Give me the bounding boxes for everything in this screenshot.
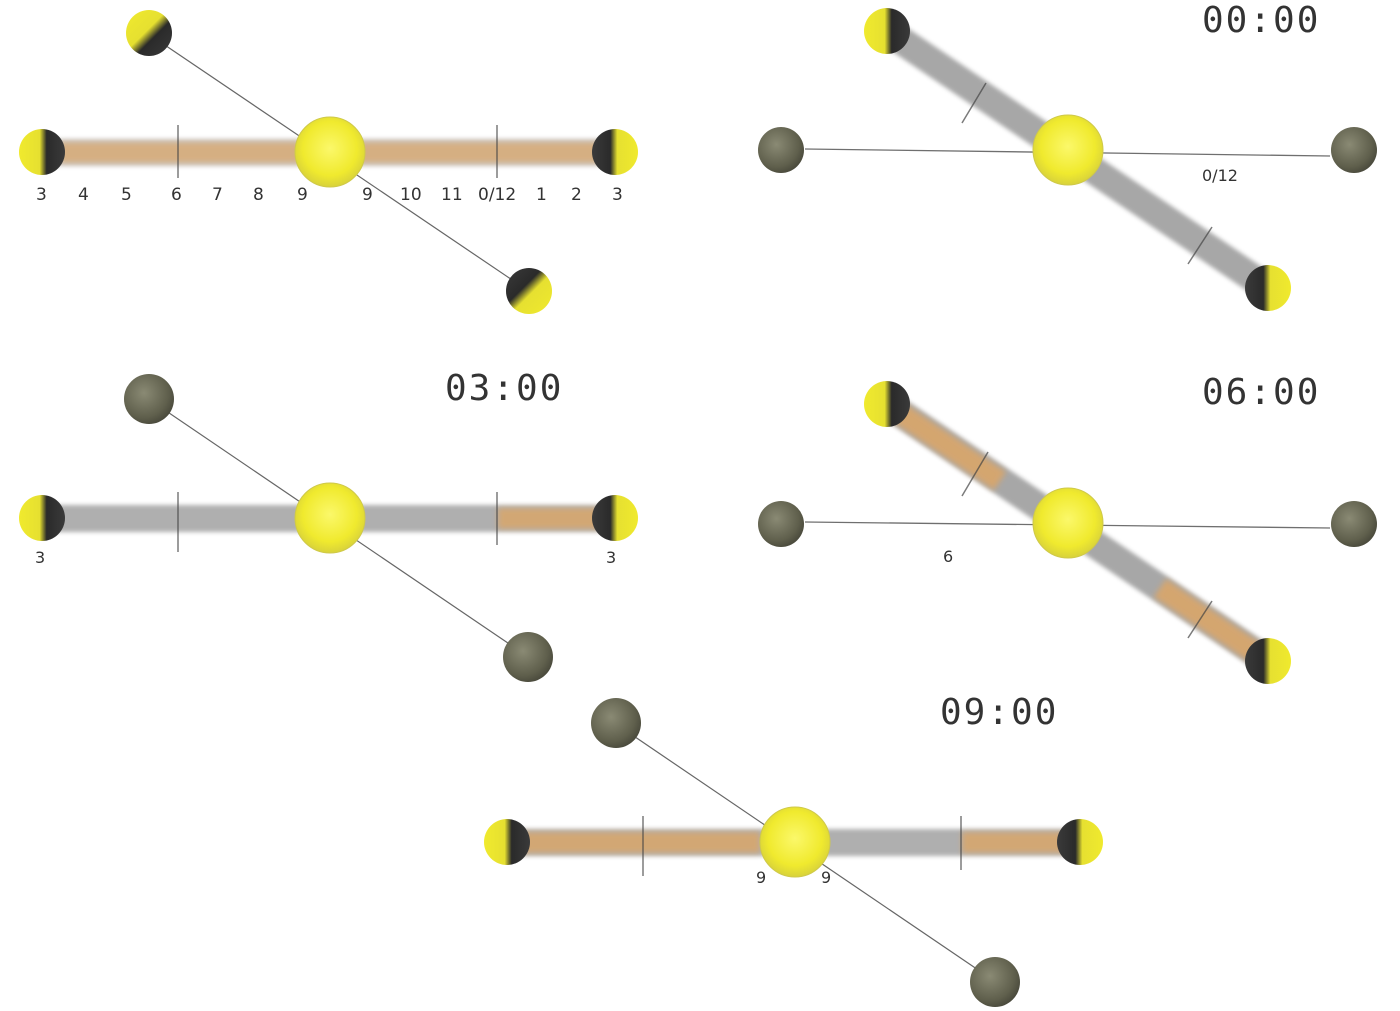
hour-label: 0/12 <box>1202 166 1238 185</box>
earth-left <box>19 129 65 175</box>
orbit-bar-lit <box>1153 578 1267 666</box>
hour-label: 10 <box>400 185 422 205</box>
earth-left <box>19 495 65 541</box>
sun <box>1032 114 1104 186</box>
earth-right <box>1057 819 1103 865</box>
panel-09-00: 09:00 9 9 <box>484 692 1103 1007</box>
hour-label: 9 <box>821 868 831 887</box>
time-label: 03:00 <box>445 368 563 409</box>
hour-label: 9 <box>297 185 308 205</box>
hour-label: 8 <box>253 185 264 205</box>
hour-label: 4 <box>78 185 89 205</box>
sun <box>1032 487 1104 559</box>
tick-mark <box>961 82 987 124</box>
earth-bottom <box>1245 265 1291 311</box>
hour-label: 3 <box>36 185 47 205</box>
hour-label: 11 <box>441 185 463 205</box>
panel-03-00: 03:00 3 3 <box>19 368 638 682</box>
hour-label: 9 <box>756 868 766 887</box>
hour-label: 7 <box>212 185 223 205</box>
moon-top <box>126 10 172 56</box>
tick-mark <box>961 451 989 497</box>
earth-top <box>864 8 910 54</box>
hour-label: 0/12 <box>478 185 516 205</box>
sun <box>294 482 366 554</box>
hour-label: 5 <box>121 185 132 205</box>
hour-label: 9 <box>362 185 373 205</box>
earth-left <box>484 819 530 865</box>
moon-bottom <box>503 632 553 682</box>
hour-label: 6 <box>943 547 953 566</box>
panel-06-00: 06:00 6 <box>758 372 1377 684</box>
moon-top <box>591 698 641 748</box>
moon-right <box>1331 127 1377 173</box>
sun <box>759 806 831 878</box>
moon-bottom <box>506 268 552 314</box>
tick-mark <box>1187 600 1213 639</box>
earth-top <box>864 381 910 427</box>
moon-left <box>758 127 804 173</box>
orbit-bar-lit <box>962 832 1074 853</box>
hour-label: 3 <box>35 548 45 567</box>
tick-mark <box>1187 226 1213 265</box>
time-label: 00:00 <box>1202 0 1320 41</box>
moon-right <box>1331 501 1377 547</box>
orbit-bar-lit <box>888 400 1007 491</box>
orbit-bar-lit <box>498 508 610 529</box>
orbit-bar-lit <box>520 832 760 853</box>
hour-labels: 3 4 5 6 7 8 9 9 10 11 0/12 1 2 3 <box>36 185 623 205</box>
hour-label: 2 <box>571 185 582 205</box>
hour-label: 3 <box>606 548 616 567</box>
time-label: 06:00 <box>1202 372 1320 413</box>
panel-00-00: 00:00 0/12 <box>758 0 1377 311</box>
moon-top <box>124 374 174 424</box>
hour-label: 6 <box>171 185 182 205</box>
earth-right <box>592 495 638 541</box>
hour-label: 3 <box>612 185 623 205</box>
earth-right <box>592 129 638 175</box>
moon-bottom <box>970 957 1020 1007</box>
moon-left <box>758 501 804 547</box>
earth-bottom <box>1245 638 1291 684</box>
hour-label: 1 <box>536 185 547 205</box>
panel-overview: 3 4 5 6 7 8 9 9 10 11 0/12 1 2 3 <box>19 10 638 314</box>
time-label: 09:00 <box>940 692 1058 733</box>
sun <box>294 116 366 188</box>
